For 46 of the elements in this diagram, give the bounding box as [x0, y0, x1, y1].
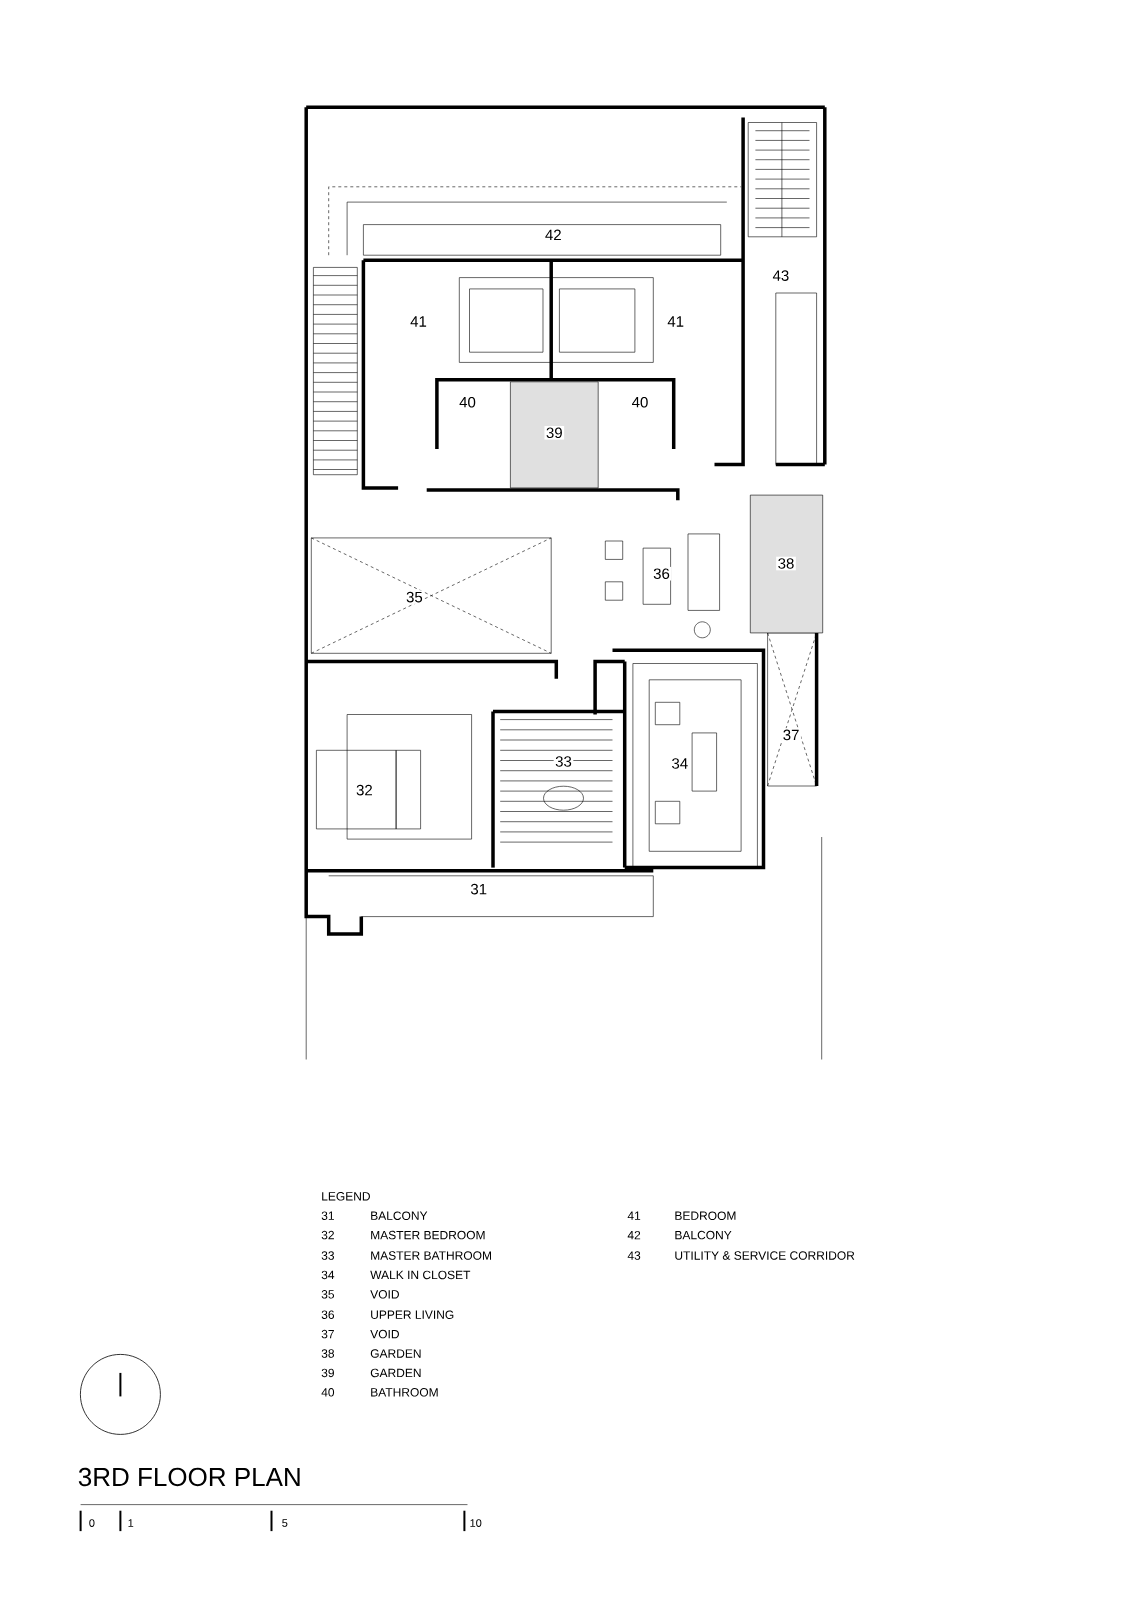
legend-number: 34	[321, 1270, 335, 1280]
room-number: 33	[553, 754, 574, 769]
legend-number: 43	[627, 1251, 641, 1260]
legend-heading: LEGEND	[322, 1192, 370, 1201]
room-number: 39	[544, 426, 565, 440]
room-number: 43	[771, 268, 791, 283]
legend-number: 42	[627, 1230, 641, 1240]
legend-text: UPPER LIVING	[371, 1310, 454, 1319]
legend-number: 40	[321, 1388, 335, 1397]
room-number: 41	[665, 314, 686, 329]
legend-number: 35	[321, 1290, 335, 1299]
legend-number: 31	[321, 1211, 334, 1220]
legend-number: 36	[321, 1310, 334, 1319]
legend-text: BEDROOM	[675, 1211, 736, 1220]
plan-title: 3RD FLOOR PLAN	[78, 1467, 300, 1487]
legend-number: 32	[321, 1230, 334, 1240]
legend-number: 39	[321, 1368, 334, 1378]
legend-text: MASTER BATHROOM	[371, 1251, 491, 1260]
legend-text: MASTER BEDROOM	[371, 1230, 485, 1240]
room-number: 40	[457, 395, 478, 409]
legend-text: VOID	[370, 1290, 399, 1299]
legend-number: 41	[627, 1211, 641, 1220]
room-number: 41	[408, 314, 429, 329]
scale-label: 1	[128, 1519, 134, 1527]
legend-number: 33	[321, 1251, 334, 1260]
room-number: 31	[468, 882, 489, 896]
legend-number: 37	[321, 1329, 334, 1339]
room-number: 42	[543, 228, 564, 242]
scale-label: 5	[282, 1519, 288, 1527]
room-number: 36	[651, 566, 672, 581]
legend-number: 38	[321, 1349, 334, 1358]
legend-text: UTILITY & SERVICE CORRIDOR	[675, 1251, 855, 1260]
room-number: 34	[669, 756, 690, 771]
legend-text: GARDEN	[370, 1368, 421, 1378]
legend-text: WALK IN CLOSET	[370, 1270, 471, 1280]
legend-text: BALCONY	[675, 1230, 732, 1240]
room-number: 35	[404, 590, 425, 604]
legend-text: BALCONY	[371, 1211, 428, 1220]
scale-label: 0	[89, 1519, 95, 1527]
room-number: 40	[630, 395, 650, 409]
legend-text: VOID	[370, 1329, 399, 1339]
room-number: 37	[781, 728, 801, 742]
scale-label: 10	[470, 1519, 482, 1527]
room-number: 32	[354, 783, 375, 797]
legend-text: BATHROOM	[371, 1388, 438, 1397]
legend-text: GARDEN	[370, 1349, 421, 1358]
